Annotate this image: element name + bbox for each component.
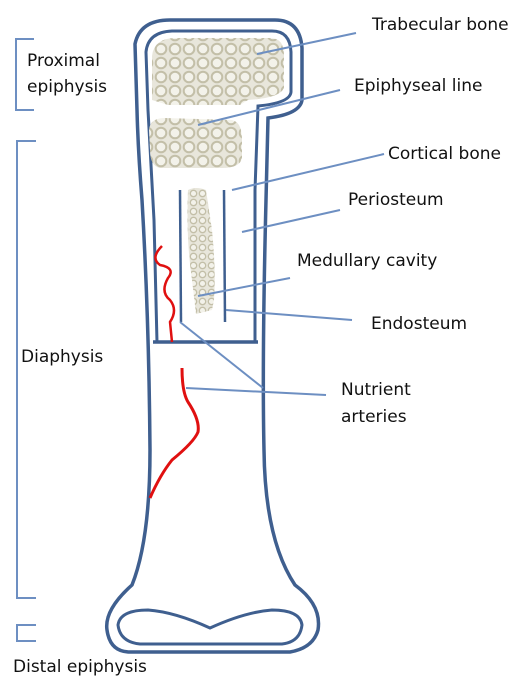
proximal-epiphysis-bracket [16, 39, 34, 110]
cortical-bone-label: Cortical bone [388, 144, 501, 164]
proximal-epiphysis-label-line2: epiphysis [27, 77, 107, 97]
endosteum-label: Endosteum [371, 314, 467, 334]
proximal-epiphysis-label-line1: Proximal [27, 51, 100, 71]
nutrient-arteries-label-line1: Nutrient [341, 380, 411, 400]
medullary-cavity-label: Medullary cavity [297, 251, 437, 271]
endosteum-wall-right [224, 190, 225, 322]
trabecular-bone-lower [149, 118, 242, 168]
distal-epiphysis-label: Distal epiphysis [13, 657, 147, 677]
diaphysis-bracket [17, 141, 36, 598]
trabecular-bone-label: Trabecular bone [371, 15, 509, 35]
trabecular-bone-area [152, 38, 284, 105]
periosteum-label: Periosteum [348, 190, 444, 210]
diaphysis-label: Diaphysis [21, 347, 103, 367]
nutrient-arteries-label-line2: arteries [341, 407, 407, 427]
epiphyseal-line-label: Epiphyseal line [354, 76, 482, 96]
endosteum-wall-left [180, 190, 181, 322]
distal-epiphysis-bracket [17, 625, 36, 641]
